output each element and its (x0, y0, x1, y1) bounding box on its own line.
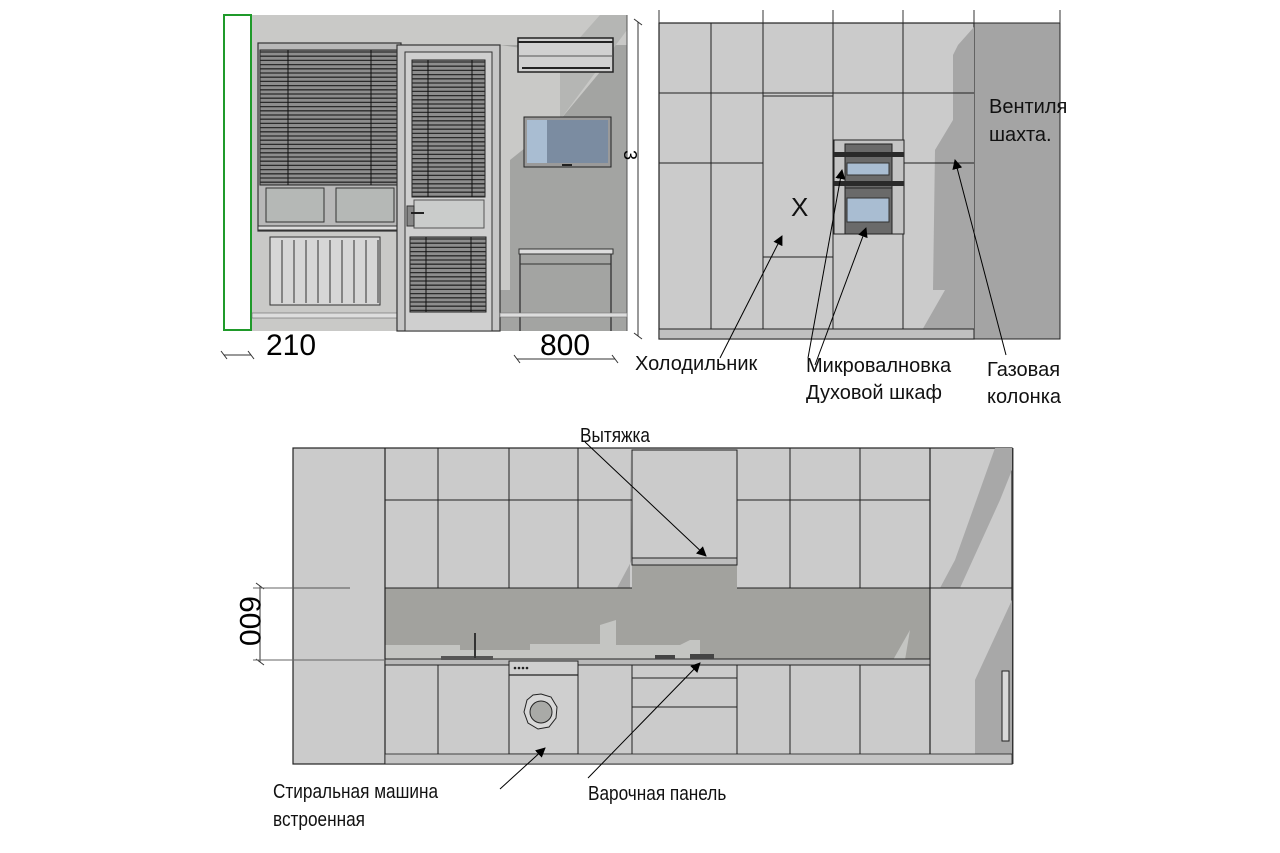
door-blinds-lower (409, 236, 487, 313)
leader-microwave (807, 169, 846, 359)
window-sill (257, 225, 402, 231)
fridge-mark-x: X (791, 192, 809, 222)
label-vent-2: шахта. (989, 124, 1052, 146)
baseboard-left (251, 312, 398, 319)
main-kitchen-elevation (253, 441, 1014, 790)
window-pane-right (335, 187, 395, 223)
door-handle (406, 205, 415, 227)
leader-washer (499, 747, 546, 790)
baseboard-right (499, 312, 628, 318)
window-pane-left (265, 187, 325, 223)
range-hood (631, 557, 738, 566)
cabinet-shadow (917, 27, 974, 339)
dimension-600-label: 600 (233, 596, 266, 647)
air-conditioner (517, 37, 614, 73)
dimension-800 (513, 354, 619, 364)
side-handle (1001, 670, 1010, 742)
label-oven: Духовой шкаф (806, 382, 942, 404)
dimension-height-label: 3 (620, 150, 640, 161)
washer-drum (529, 700, 553, 724)
plinth (384, 753, 1013, 765)
tall-cabinets-elevation (658, 10, 1061, 366)
label-hood: Вытяжка (580, 425, 651, 447)
window-wall-elevation (220, 14, 643, 364)
leader-oven (814, 227, 868, 366)
blind-panel (411, 59, 486, 198)
cabinet-block (658, 22, 975, 340)
label-microwave: Микровалновка (806, 355, 952, 377)
dimension-height (633, 18, 643, 340)
oven-glass (846, 197, 890, 223)
dimension-210-label: 210 (266, 329, 317, 362)
leader-fridge (719, 235, 783, 359)
sink (441, 656, 493, 660)
range-hood-cabinet (631, 449, 738, 559)
label-gas-heater-1: Газовая (987, 359, 1061, 381)
leader-cooktop (587, 662, 701, 779)
blind-panel (409, 236, 487, 313)
backsplash-light (385, 620, 700, 660)
label-cooktop: Варочная панель (588, 783, 727, 805)
dimension-600 (253, 582, 385, 666)
backsplash (385, 565, 930, 660)
dimension-800-label: 800 (540, 329, 591, 362)
vent-shaft (973, 22, 1061, 340)
console-table-top (518, 248, 614, 255)
label-washer-1: Стиральная машина (273, 781, 439, 803)
label-washer-2: встроенная (273, 809, 366, 831)
label-fridge: Холодильник (635, 353, 758, 375)
window-blinds (259, 49, 399, 186)
washer-buttons (513, 666, 529, 670)
door-glass-middle (413, 199, 485, 229)
radiator (269, 236, 381, 306)
label-gas-heater-2: колонка (987, 386, 1062, 408)
leader-hood (584, 441, 707, 557)
label-vent-1: Вентиля (989, 96, 1068, 118)
door-blinds-upper (411, 59, 486, 198)
kitchen-door-grid (385, 448, 930, 754)
cooktop-burner-right (690, 654, 714, 659)
leader-gas-heater (952, 159, 1007, 356)
green-frame-column (223, 14, 252, 331)
microwave-glass (846, 162, 890, 176)
radiator-fins (281, 240, 379, 303)
cooktop-burner-left (655, 655, 675, 659)
dimension-210 (220, 350, 255, 360)
